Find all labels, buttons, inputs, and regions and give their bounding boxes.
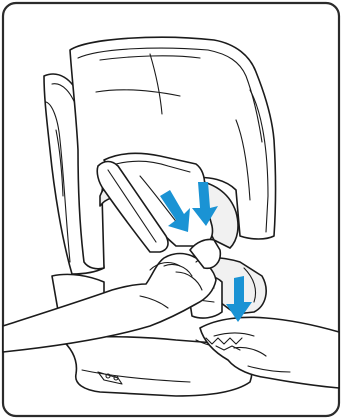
instruction-figure — [0, 0, 342, 419]
illustration-canvas — [0, 0, 342, 419]
